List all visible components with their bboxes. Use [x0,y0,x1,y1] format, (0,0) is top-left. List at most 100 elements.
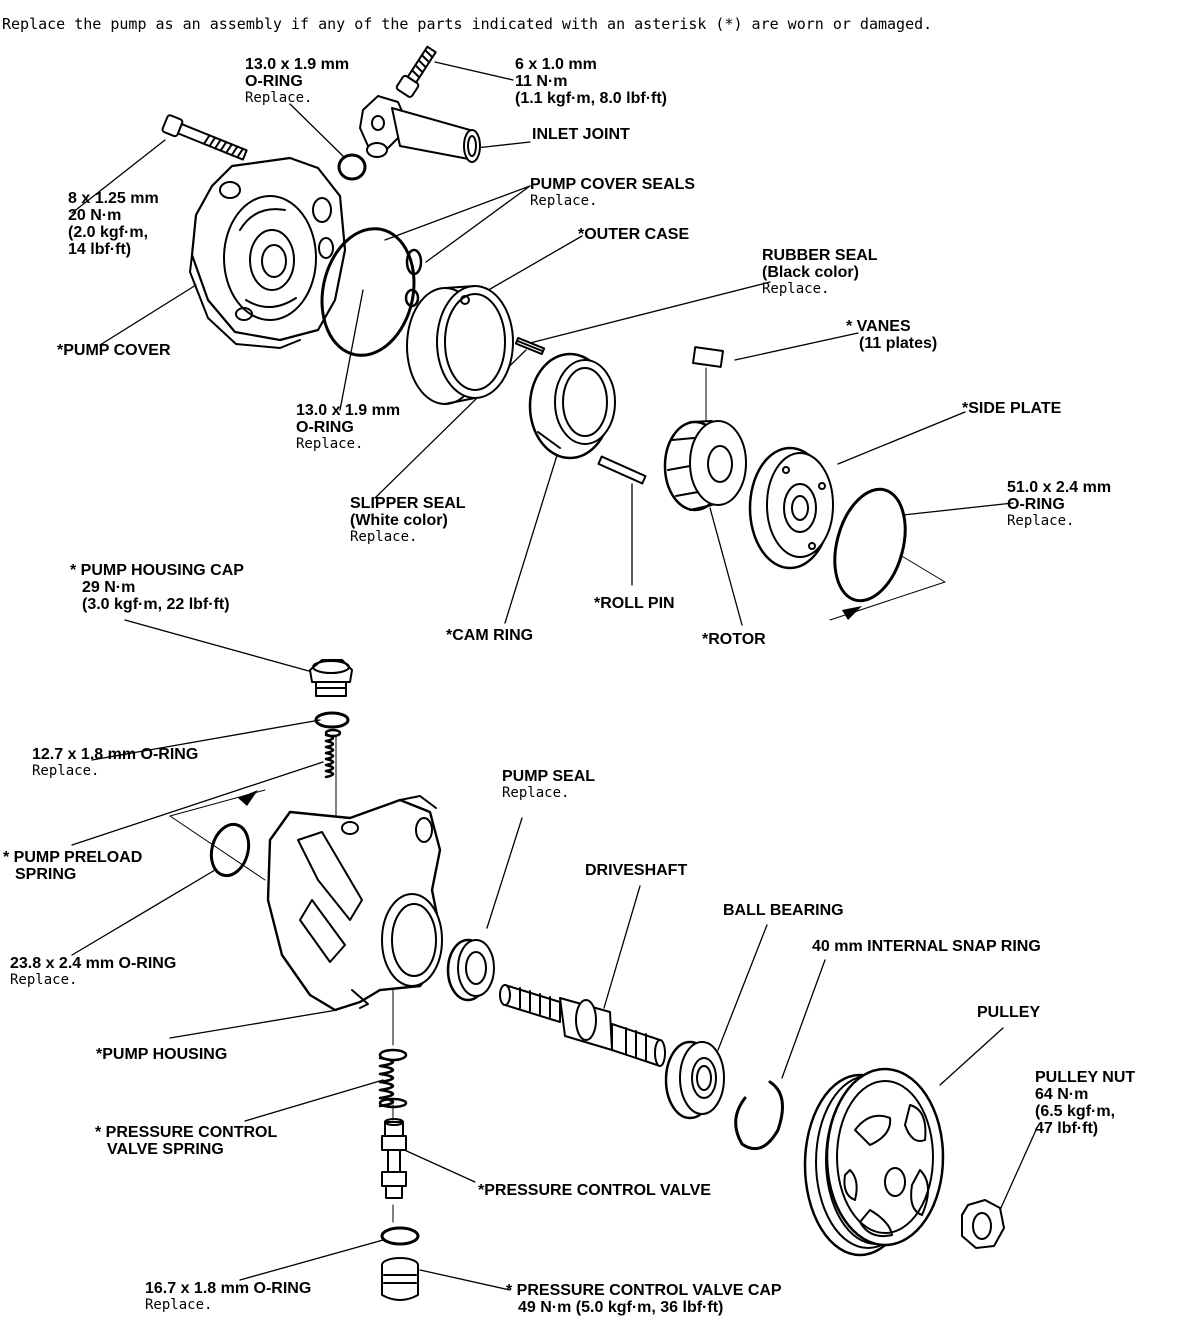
label-torque: 49 N·m (5.0 kgf·m, 36 lbf·ft) [518,1299,724,1316]
label-name: PULLEY NUT [1035,1069,1136,1086]
label-spec: 6 x 1.0 mm [515,56,597,73]
assembly-center-lines [169,367,946,1223]
label-torque: 20 N·m [68,207,122,224]
label-rubber-seal: RUBBER SEAL (Black color) Replace. [762,247,878,297]
snap-ring-shape [734,1080,784,1151]
replace-assembly-note: Replace the pump as an assembly if any o… [2,15,933,33]
label-action: Replace. [1007,513,1075,529]
pcv-spring-shape [378,1048,408,1109]
label-torque: 11 N·m [515,73,568,90]
label-name: SPRING [15,866,77,883]
pump-seal-shape [448,940,494,1000]
label-name: *ROLL PIN [594,595,675,612]
label-action: Replace. [145,1297,213,1313]
label-cover-bolt: 8 x 1.25 mm 20 N·m (2.0 kgf·m, 14 lbf·ft… [68,190,159,258]
label-name: 40 mm INTERNAL SNAP RING [812,938,1041,955]
label-vanes: * VANES (11 plates) [846,318,937,352]
label-name: * VANES [846,318,911,335]
label-name: 23.8 x 2.4 mm O-RING [10,955,177,972]
label-torque-alt: 47 lbf·ft) [1035,1120,1099,1137]
label-name: *CAM RING [446,627,534,644]
o-ring-51-shape [833,487,907,603]
pump-cover-bolt [162,114,248,163]
label-torque: 64 N·m [1035,1086,1089,1103]
label-pcv-cap: * PRESSURE CONTROL VALVE CAP 49 N·m (5.0… [506,1282,782,1316]
inlet-joint [360,96,480,162]
label-spec: 13.0 x 1.9 mm [296,402,401,419]
pump-housing-cap [310,660,352,696]
label-detail: (White color) [350,512,448,529]
roll-pin-shape [597,455,647,485]
driveshaft-shape [500,985,665,1066]
label-torque-alt: (3.0 kgf·m, 22 lbf·ft) [82,596,230,613]
label-pcv: *PRESSURE CONTROL VALVE [478,1182,711,1199]
label-o-ring-23-8: 23.8 x 2.4 mm O-RING Replace. [10,955,176,988]
label-name: O-RING [245,73,303,90]
label-o-ring-13-top: 13.0 x 1.9 mm O-RING Replace. [245,56,349,106]
label-name: PUMP COVER SEALS [530,176,696,193]
cam-ring [530,354,615,458]
pcv-cap-shape [382,1258,418,1300]
pcv-shape [382,1119,406,1198]
pump-preload-spring-shape [324,728,342,779]
pump-cover [190,158,345,348]
label-side-plate: *SIDE PLATE [962,400,1061,417]
label-action: Replace. [762,281,830,297]
label-name: VALVE SPRING [107,1141,224,1158]
label-name: RUBBER SEAL [762,247,878,264]
label-action: Replace. [350,529,418,545]
vane-shape [692,346,724,368]
label-name: *PRESSURE CONTROL VALVE [478,1182,711,1199]
label-pump-cover-seals: PUMP COVER SEALS Replace. [530,176,695,209]
o-ring-12-7-shape [314,711,350,729]
label-name: SLIPPER SEAL [350,495,466,512]
label-name: *PUMP HOUSING [96,1046,228,1063]
label-name: * PUMP HOUSING CAP [70,562,244,579]
o-ring-16-7-shape [380,1226,420,1246]
label-driveshaft: DRIVESHAFT [585,862,687,879]
label-torque-alt: (6.5 kgf·m, [1035,1103,1116,1120]
label-spec: 8 x 1.25 mm [68,190,159,207]
rotor [665,421,746,510]
label-name: O-RING [296,419,354,436]
label-name: INLET JOINT [532,126,630,143]
label-detail: (Black color) [762,264,859,281]
label-slipper-seal: SLIPPER SEAL (White color) Replace. [350,495,466,545]
label-o-ring-12-7: 12.7 x 1.8 mm O-RING Replace. [32,746,198,779]
label-torque-alt: (1.1 kgf·m, 8.0 lbf·ft) [515,90,668,107]
label-inlet-bolt: 6 x 1.0 mm 11 N·m (1.1 kgf·m, 8.0 lbf·ft… [515,56,667,107]
label-pulley-nut: PULLEY NUT 64 N·m (6.5 kgf·m, 47 lbf·ft) [1035,1069,1135,1137]
label-action: Replace. [296,436,364,452]
pulley-shape [805,1069,943,1255]
label-torque-alt: (2.0 kgf·m, [68,224,149,241]
label-torque: 29 N·m [82,579,136,596]
label-name: *SIDE PLATE [962,400,1062,417]
label-name: *ROTOR [702,631,766,648]
label-housing-cap: * PUMP HOUSING CAP 29 N·m (3.0 kgf·m, 22… [70,562,244,613]
label-name: * PRESSURE CONTROL [95,1124,278,1141]
label-name: * PRESSURE CONTROL VALVE CAP [506,1282,782,1299]
o-ring-13-top-shape [337,153,367,181]
inlet-joint-bolt [396,45,439,98]
pump-cover-small-seal-1 [405,248,423,276]
label-name: * PUMP PRELOAD [3,849,143,866]
pulley-nut-shape [962,1200,1004,1248]
label-pulley: PULLEY [977,1004,1040,1021]
label-rotor: *ROTOR [702,631,766,648]
outer-case [407,286,513,404]
label-name: PULLEY [977,1004,1041,1021]
pump-cover-small-seal-2 [404,288,420,308]
label-pump-seal: PUMP SEAL Replace. [502,768,595,801]
label-pump-housing: *PUMP HOUSING [96,1046,227,1063]
label-name: *OUTER CASE [578,226,690,243]
label-o-ring-51: 51.0 x 2.4 mm O-RING Replace. [1007,479,1111,529]
pump-housing [268,796,442,1010]
label-spec: 51.0 x 2.4 mm [1007,479,1112,496]
label-action: Replace. [10,972,78,988]
label-cam-ring: *CAM RING [446,627,533,644]
rubber-seal-shape [514,336,546,356]
label-preload-spring: * PUMP PRELOAD SPRING [3,849,142,883]
label-outer-case: *OUTER CASE [578,226,689,243]
label-spec: 13.0 x 1.9 mm [245,56,350,73]
